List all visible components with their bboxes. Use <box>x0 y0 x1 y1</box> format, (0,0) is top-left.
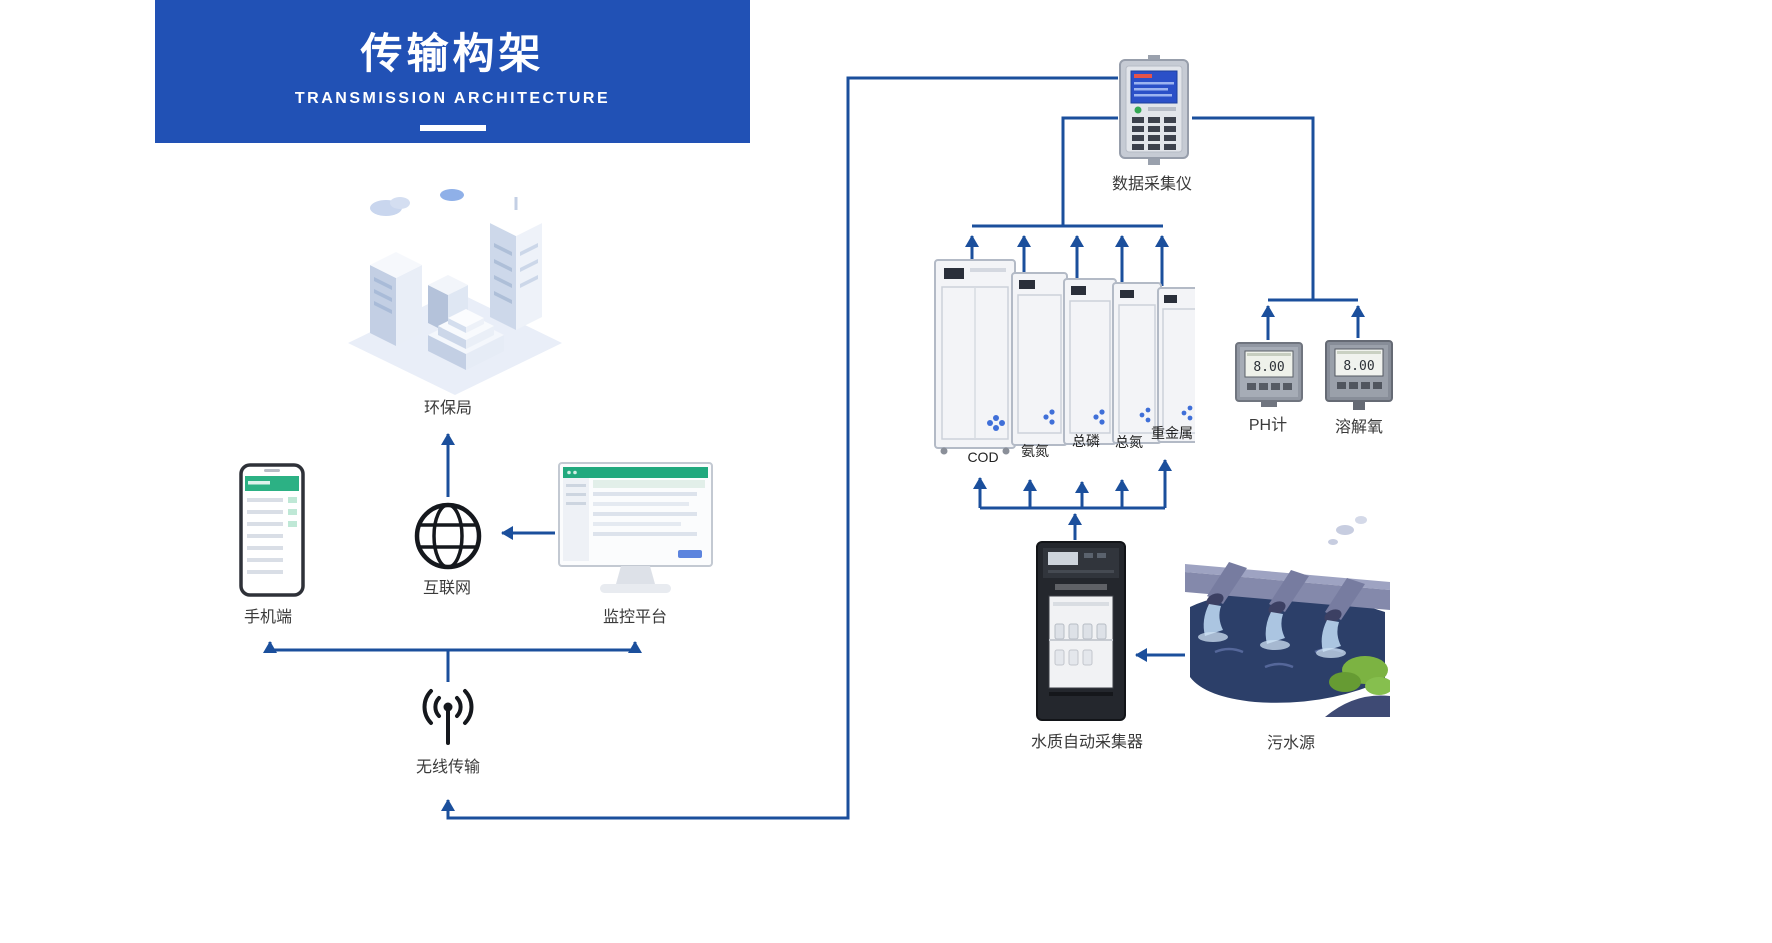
ph-meter-illustration: 8.00 <box>1235 342 1303 407</box>
page-subtitle: TRANSMISSION ARCHITECTURE <box>294 90 611 107</box>
label-sewage: 污水源 <box>1266 735 1315 752</box>
ph-meter-reading: 8.00 <box>1253 360 1284 375</box>
sewage-pipe <box>1316 578 1365 658</box>
analyzer-cabinet-cod <box>934 259 1016 455</box>
sewage-pipe <box>1260 570 1309 650</box>
label-do-meter: 溶解氧 <box>1334 419 1383 436</box>
bus-meters-to-collector <box>1192 116 1365 340</box>
do-meter-reading: 8.00 <box>1343 359 1374 374</box>
sewage-source-illustration <box>1185 516 1390 717</box>
sewage-pipe <box>1198 562 1247 642</box>
monitor-illustration <box>558 462 713 593</box>
label-platform: 监控平台 <box>602 609 667 626</box>
label-internet: 互联网 <box>422 580 471 597</box>
label-analyzer-tn: 总氮 <box>1115 434 1143 450</box>
phone-illustration <box>239 463 305 597</box>
analyzer-cabinet-metals <box>1157 287 1195 443</box>
label-sampler: 水质自动采集器 <box>1030 734 1143 751</box>
monitor-app-header <box>563 467 708 478</box>
phone-app-header <box>245 476 299 491</box>
analyzer-cabinet-tn <box>1112 282 1162 444</box>
analyzer-cabinet-nh3n <box>1011 272 1068 446</box>
internet-globe-icon <box>414 502 482 570</box>
label-wireless: 无线传输 <box>415 759 480 776</box>
bus-sampler-to-analyzers <box>973 459 1172 540</box>
label-analyzer-tp: 总磷 <box>1072 433 1100 449</box>
label-collector: 数据采集仪 <box>1111 176 1192 193</box>
do-meter-illustration: 8.00 <box>1325 340 1393 410</box>
title-underline <box>419 125 486 131</box>
page-title: 传输构架 <box>360 30 545 77</box>
wireless-antenna-icon <box>422 689 474 745</box>
sampler-display <box>1048 552 1078 565</box>
label-analyzer-cod: COD <box>967 449 999 465</box>
water-sampler-illustration <box>1036 541 1126 721</box>
analyzer-cabinet-tp <box>1063 278 1117 445</box>
label-ph-meter: PH计 <box>1248 417 1288 434</box>
sampler-door-interior <box>1048 595 1114 689</box>
data-collector-illustration <box>1119 55 1189 165</box>
label-analyzer-metals: 重金属 <box>1151 425 1193 441</box>
city-illustration <box>348 189 562 395</box>
label-phone: 手机端 <box>243 609 292 626</box>
label-analyzer-nh3n: 氨氮 <box>1021 443 1049 459</box>
label-epa: 环保局 <box>423 400 472 417</box>
analyzer-cabinets-illustration <box>934 259 1195 455</box>
bus-wireless-to-clients <box>263 641 642 682</box>
header-banner: 传输构架 TRANSMISSION ARCHITECTURE <box>155 0 750 143</box>
